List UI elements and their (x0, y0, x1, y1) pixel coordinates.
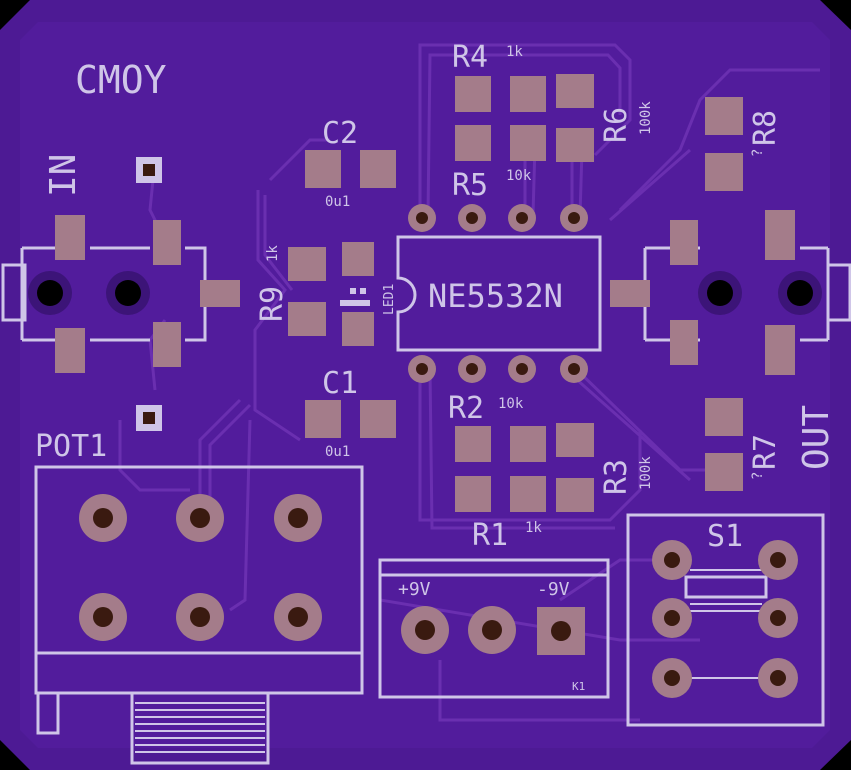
svg-text:R4: R4 (452, 40, 488, 75)
power-connector: +9V -9V K1 (378, 558, 610, 699)
svg-text:POT1: POT1 (35, 429, 107, 464)
svg-text:?: ? (750, 472, 766, 480)
resistor-group-top: R4 1k R5 10k R6 100k (452, 40, 654, 203)
svg-text:C2: C2 (322, 116, 358, 151)
svg-text:R6: R6 (599, 107, 634, 143)
switch: S1 (626, 513, 825, 727)
resistor-r8-r7: R8 ? R7 ? (705, 97, 783, 491)
svg-text:R9: R9 (255, 286, 290, 322)
svg-text:?: ? (750, 149, 766, 157)
resistor-r9: R9 1k LED1 (255, 242, 397, 346)
svg-text:S1: S1 (707, 519, 743, 554)
svg-text:0u1: 0u1 (325, 444, 350, 460)
svg-text:100k: 100k (638, 101, 654, 135)
svg-text:R5: R5 (452, 168, 488, 203)
input-jack: IN (1, 154, 240, 431)
svg-text:R7: R7 (748, 434, 783, 470)
svg-text:10k: 10k (506, 168, 532, 184)
svg-text:C1: C1 (322, 366, 358, 401)
svg-text:K1: K1 (572, 680, 585, 693)
svg-text:0u1: 0u1 (325, 194, 350, 210)
output-jack: OUT (610, 210, 851, 470)
svg-text:LED1: LED1 (382, 284, 397, 315)
svg-text:R3: R3 (599, 459, 634, 495)
svg-text:1k: 1k (525, 520, 542, 536)
out-label: OUT (796, 405, 837, 470)
svg-text:R1: R1 (472, 518, 508, 553)
svg-text:10k: 10k (498, 396, 524, 412)
svg-text:R2: R2 (448, 391, 484, 426)
svg-text:+9V: +9V (398, 579, 431, 600)
capacitor-c2: C2 0u1 (305, 116, 396, 210)
potentiometer: POT1 (34, 429, 364, 765)
svg-text:-9V: -9V (537, 579, 570, 600)
svg-text:1k: 1k (506, 44, 523, 60)
resistor-group-bottom: R2 10k R1 1k R3 100k (448, 391, 654, 553)
board-title: CMOY (75, 58, 167, 102)
svg-text:NE5532N: NE5532N (428, 277, 563, 315)
svg-text:100k: 100k (638, 456, 654, 490)
capacitor-c1: C1 0u1 (305, 366, 396, 460)
svg-text:R8: R8 (748, 110, 783, 146)
svg-text:1k: 1k (265, 245, 281, 262)
in-label: IN (43, 154, 84, 197)
op-amp-ic: NE5532N (396, 204, 602, 383)
